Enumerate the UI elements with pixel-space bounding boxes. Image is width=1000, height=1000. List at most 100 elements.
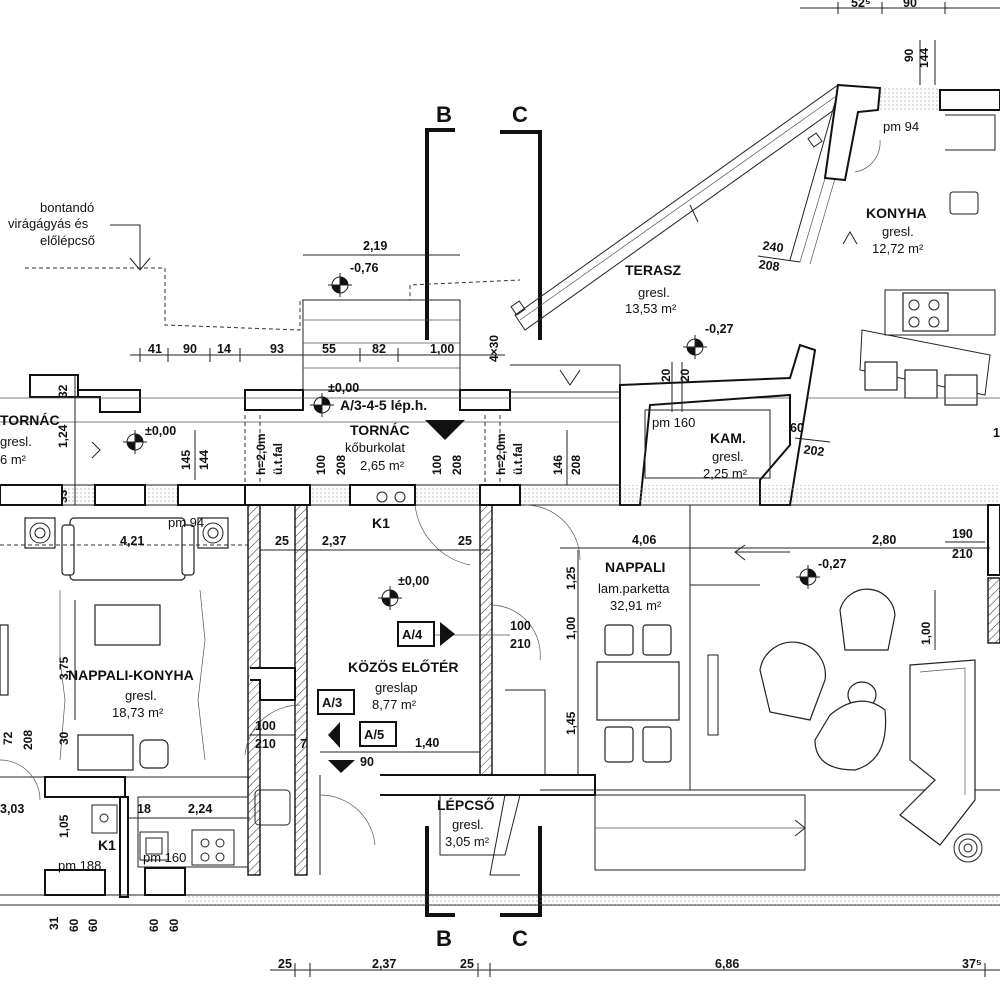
dim-60-a: 60 (67, 918, 81, 932)
room-name-kam: KAM. (710, 430, 746, 446)
door-210-c: 210 (255, 737, 276, 751)
dim-55: 55 (322, 342, 336, 356)
dim-2-37: 2,37 (322, 534, 346, 548)
section-line-c: C C (500, 102, 542, 951)
dim-90-hall: 90 (360, 755, 374, 769)
door-100-d: 100 (510, 619, 531, 633)
section-c-top: C (512, 102, 528, 127)
utfal-b: ü.t.fal (511, 443, 525, 475)
section-b-bottom: B (436, 926, 452, 951)
room-name-nappali: NAPPALI (605, 559, 665, 575)
hall-labels: ±0,00 KÖZÖS ELŐTÉR greslap 8,77 m² 25 2,… (250, 534, 531, 769)
room-floor-terasz: gresl. (638, 285, 670, 300)
dim-90-vertical: 90 (902, 48, 916, 62)
dim-60-b: 60 (86, 918, 100, 932)
right-vertical-dims: 90 144 (902, 40, 936, 85)
dim-25-b: 25 (458, 534, 472, 548)
dim-1-00-r: 1,00 (919, 621, 933, 645)
dim-3-03: 3,03 (0, 802, 24, 816)
dim-72: 72 (1, 731, 15, 745)
ref-a3: A/3 (322, 695, 342, 710)
win-208-c: 208 (569, 455, 583, 475)
room-area-eloter: 8,77 m² (372, 697, 417, 712)
bottom-dim-2-37: 2,37 (372, 957, 396, 971)
note-line-2: virágágyás és (8, 216, 89, 231)
tag-pm160-left: pm 160 (143, 850, 186, 865)
level-terrace-top: -0,76 (350, 261, 379, 275)
dim-3-75: 3,75 (57, 656, 71, 680)
tag-k1-hall: K1 (372, 515, 390, 531)
dim-208: 208 (758, 257, 781, 274)
room-area-terasz: 13,53 m² (625, 301, 677, 316)
room-area-tornac: 2,65 m² (360, 458, 405, 473)
dim-60-d: 60 (167, 918, 181, 932)
dim-18: 18 (137, 802, 151, 816)
room-floor-eloter: greslap (375, 680, 418, 695)
door-100-c: 100 (255, 719, 276, 733)
bottom-strip: 31 60 60 60 60 (0, 895, 1000, 932)
room-area-kam: 2,25 m² (703, 466, 748, 481)
dim-1-24: 1,24 (56, 424, 70, 448)
section-b-top: B (436, 102, 452, 127)
porch-walls (0, 299, 1000, 506)
room-floor-konyha: gresl. (882, 224, 914, 239)
tag-pm160-kam: pm 160 (652, 415, 695, 430)
level-terrace: -0,27 (705, 322, 734, 336)
room-area-lepcso: 3,05 m² (445, 834, 490, 849)
dim-1-00: 1,00 (430, 342, 454, 356)
living-room-walls (540, 504, 1000, 791)
dim-4x30: 4×30 (487, 335, 501, 362)
h2m-b: h=2,0m (494, 433, 508, 475)
living-room-furniture (596, 588, 983, 863)
bottom-dim-25-a: 25 (278, 957, 292, 971)
ref-tags: A/4 A/3 A/5 (317, 621, 455, 773)
room-floor-tornac-left: gresl. (0, 434, 32, 449)
door-210-d: 210 (510, 637, 531, 651)
note-line-1: bontandó (40, 200, 94, 215)
tag-k1-left: K1 (98, 837, 116, 853)
left-unit-labels: pm 94 4,21 NAPPALI-KONYHA gresl. 18,73 m… (0, 515, 250, 873)
porch-dim-chain: 41 90 14 93 55 82 1,00 4×30 2,19 (130, 239, 505, 362)
dim-41: 41 (148, 342, 162, 356)
bottom-dimension-line: 25 2,37 25 6,86 37⁵ (270, 957, 1000, 977)
bottom-dim-37-5: 37⁵ (962, 957, 982, 971)
dim-2-19: 2,19 (363, 239, 387, 253)
dim-60: 60 (790, 421, 804, 435)
win-146: 146 (551, 455, 565, 475)
level-porch-left: ±0,00 (145, 424, 176, 438)
left-unit-furniture (0, 517, 250, 771)
room-floor-nappali: lam.parketta (598, 581, 670, 596)
level-stair-ref: ±0,00 (328, 381, 359, 395)
room-area-nappali: 32,91 m² (610, 598, 662, 613)
dim-93: 93 (270, 342, 284, 356)
section-line-b: B B (425, 102, 455, 951)
terrace-outline (510, 84, 859, 331)
note-line-3: előlépcső (40, 233, 95, 248)
dim-2-80: 2,80 (872, 533, 896, 547)
dim-144: 144 (197, 450, 211, 470)
bottom-dim-6-86: 6,86 (715, 957, 739, 971)
dim-1-05: 1,05 (57, 814, 71, 838)
ref-a5: A/5 (364, 727, 384, 742)
terrace-label: TERASZ gresl. 13,53 m² (625, 262, 681, 316)
kitchen-walls (823, 83, 1000, 406)
section-c-bottom: C (512, 926, 528, 951)
win-100-a: 100 (314, 455, 328, 475)
h2m-a: h=2,0m (254, 433, 268, 475)
dim-1-right: 1 (993, 426, 1000, 440)
level-marker-terrace-top: -0,76 (328, 261, 379, 297)
dim-1-00-v: 1,00 (564, 616, 578, 640)
dim-190: 190 (952, 527, 973, 541)
dim-4-21: 4,21 (120, 534, 144, 548)
dim-90-top: 90 (903, 0, 917, 10)
dim-240: 240 (762, 239, 785, 256)
room-area-nappali-konyha: 18,73 m² (112, 705, 164, 720)
win-208-b: 208 (450, 455, 464, 475)
dim-52-5: 52⁵ (851, 0, 871, 10)
dim-208-left: 208 (21, 730, 35, 750)
dim-25-a: 25 (275, 534, 289, 548)
kitchen-label: pm 94 KONYHA gresl. 12,72 m² 240 208 (758, 119, 927, 274)
dim-1-45: 1,45 (564, 711, 578, 735)
dim-145: 145 (179, 450, 193, 470)
